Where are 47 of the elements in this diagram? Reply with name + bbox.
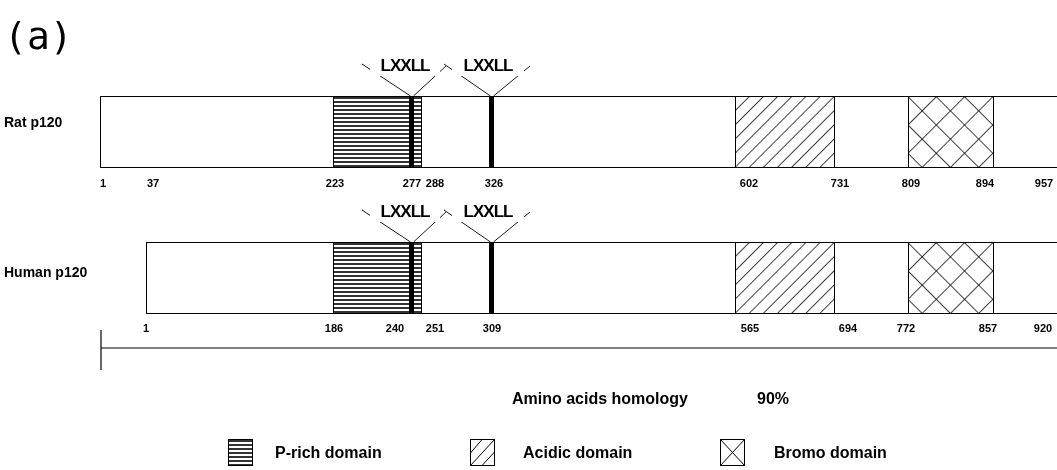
domain-block xyxy=(333,242,422,314)
residue-number: 37 xyxy=(146,177,160,190)
residue-number: 694 xyxy=(838,322,858,335)
residue-number: 772 xyxy=(896,322,916,335)
legend-label: Acidic domain xyxy=(523,443,633,463)
residue-number: 240 xyxy=(385,322,405,335)
domain-block xyxy=(735,242,835,314)
leader-line xyxy=(443,63,531,97)
residue-number: 565 xyxy=(740,322,760,335)
leader-line xyxy=(443,209,531,243)
residue-number: 809 xyxy=(901,177,921,190)
panel-label: (a) xyxy=(4,14,73,58)
residue-number: 602 xyxy=(739,177,759,190)
motif-mark xyxy=(409,96,414,168)
residue-number: 277 xyxy=(402,177,422,190)
residue-number: 186 xyxy=(324,322,344,335)
residue-number: 731 xyxy=(830,177,850,190)
domain-block xyxy=(735,96,835,168)
legend-label: P-rich domain xyxy=(275,443,382,463)
leader-line xyxy=(361,209,447,243)
residue-number: 894 xyxy=(975,177,995,190)
homology-text: 90% xyxy=(757,389,789,409)
protein-label: Rat p120 xyxy=(4,114,64,131)
legend-label: Bromo domain xyxy=(774,443,887,463)
motif-mark xyxy=(489,242,494,314)
motif-label: LXXLL xyxy=(452,56,524,76)
residue-number: 288 xyxy=(425,177,445,190)
leader-line xyxy=(361,63,447,97)
motif-label: LXXLL xyxy=(370,202,440,222)
residue-number: 251 xyxy=(425,322,445,335)
protein-label: Human p120 xyxy=(4,264,89,281)
motif-mark xyxy=(489,96,494,168)
domain-block xyxy=(908,242,994,314)
residue-number: 223 xyxy=(325,177,345,190)
residue-number: 957 xyxy=(1034,177,1054,190)
domain-block xyxy=(333,96,422,168)
domain-block xyxy=(908,96,994,168)
motif-label: LXXLL xyxy=(370,56,440,76)
residue-number: 1 xyxy=(99,177,107,190)
residue-number: 1 xyxy=(142,322,150,335)
residue-number: 857 xyxy=(978,322,998,335)
homology-text: Amino acids homology xyxy=(512,389,688,409)
motif-mark xyxy=(409,242,414,314)
motif-label: LXXLL xyxy=(452,202,524,222)
residue-number: 920 xyxy=(1033,322,1053,335)
residue-number: 309 xyxy=(482,322,502,335)
residue-number: 326 xyxy=(484,177,504,190)
